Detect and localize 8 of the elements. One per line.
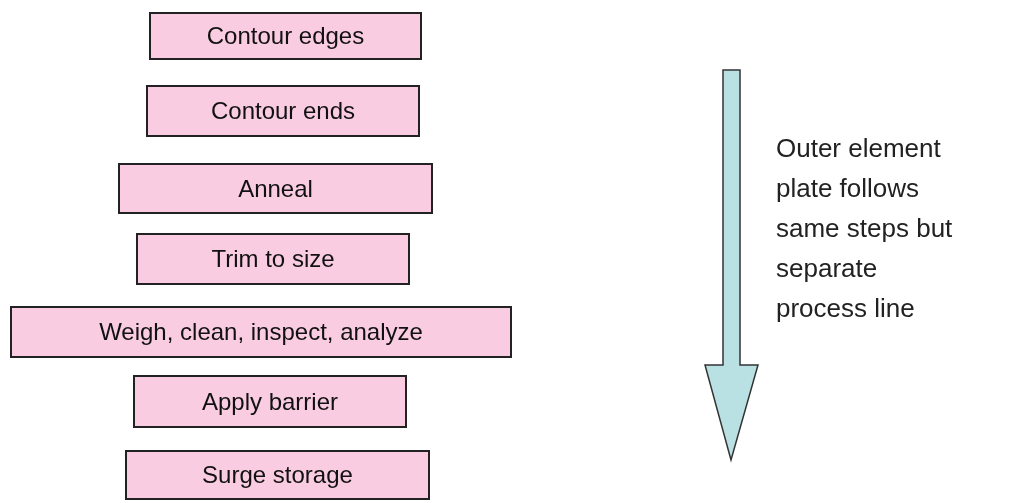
process-box: Apply barrier bbox=[133, 375, 407, 428]
process-box: Trim to size bbox=[136, 233, 410, 285]
process-box: Contour edges bbox=[149, 12, 422, 60]
note-text: Outer element plate follows same steps but separate process line bbox=[776, 132, 954, 325]
process-box: Surge storage bbox=[125, 450, 430, 500]
process-box: Anneal bbox=[118, 163, 433, 214]
process-box: Contour ends bbox=[146, 85, 420, 137]
process-box: Weigh, clean, inspect, analyze bbox=[10, 306, 512, 358]
